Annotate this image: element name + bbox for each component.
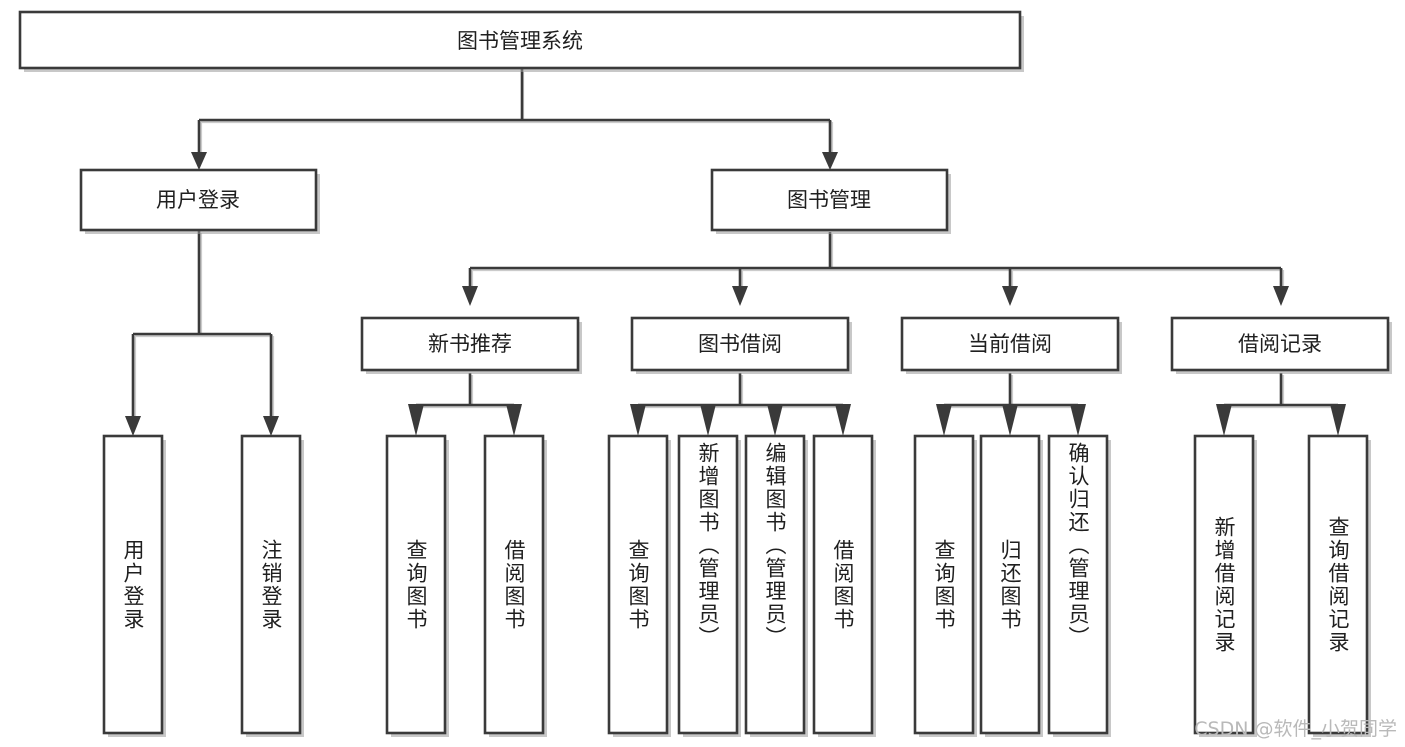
- connector-bookmgmt-to-level2: [462, 232, 1289, 306]
- leaf-borrow-record-0[interactable]: [1193, 434, 1257, 737]
- leaf-current-borrow-0[interactable]: [913, 434, 977, 737]
- node-new-book-recommend[interactable]: 新书推荐: [360, 316, 582, 374]
- connector-borrowrecord-to-leaves: [1216, 373, 1346, 436]
- leaf-book-borrow-1[interactable]: [677, 434, 741, 737]
- leaf-book-borrow-0[interactable]: [607, 434, 671, 737]
- connector-userlogin-to-leaves: [125, 231, 279, 436]
- node-book-management[interactable]: 图书管理: [710, 168, 951, 234]
- node-book-borrow-label: 图书借阅: [698, 332, 782, 356]
- leaf-new-book-recommend-1[interactable]: [483, 434, 547, 737]
- leaf-book-borrow-3[interactable]: [812, 434, 876, 737]
- node-borrow-record[interactable]: 借阅记录: [1170, 316, 1392, 374]
- node-user-login-label: 用户登录: [156, 188, 240, 212]
- node-user-login[interactable]: 用户登录: [79, 168, 320, 234]
- watermark-csdn: CSDN @软件_小贺同学: [1194, 718, 1397, 740]
- connector-root-to-level1: [191, 68, 838, 170]
- node-root-label: 图书管理系统: [457, 29, 583, 53]
- node-book-borrow[interactable]: 图书借阅: [630, 316, 852, 374]
- node-borrow-record-label: 借阅记录: [1238, 332, 1322, 356]
- node-root[interactable]: 图书管理系统: [18, 10, 1024, 72]
- leaf-current-borrow-2[interactable]: [1047, 434, 1111, 737]
- leaf-current-borrow-1[interactable]: [979, 434, 1043, 737]
- node-book-management-label: 图书管理: [787, 188, 871, 212]
- node-current-borrow-label: 当前借阅: [968, 332, 1052, 356]
- connector-bookborrow-to-leaves: [630, 373, 851, 436]
- node-new-book-recommend-label: 新书推荐: [428, 332, 512, 356]
- leaf-new-book-recommend-0[interactable]: [385, 434, 449, 737]
- leaf-user-login-1[interactable]: [240, 434, 304, 737]
- leaf-book-borrow-2[interactable]: [744, 434, 808, 737]
- leaf-borrow-record-1[interactable]: [1307, 434, 1371, 737]
- connector-layer: [125, 68, 1346, 436]
- connector-currentborrow-to-leaves: [936, 373, 1086, 436]
- connector-newbook-to-leaves: [408, 373, 522, 436]
- node-current-borrow[interactable]: 当前借阅: [900, 316, 1122, 374]
- leaf-user-login-0[interactable]: [102, 434, 166, 737]
